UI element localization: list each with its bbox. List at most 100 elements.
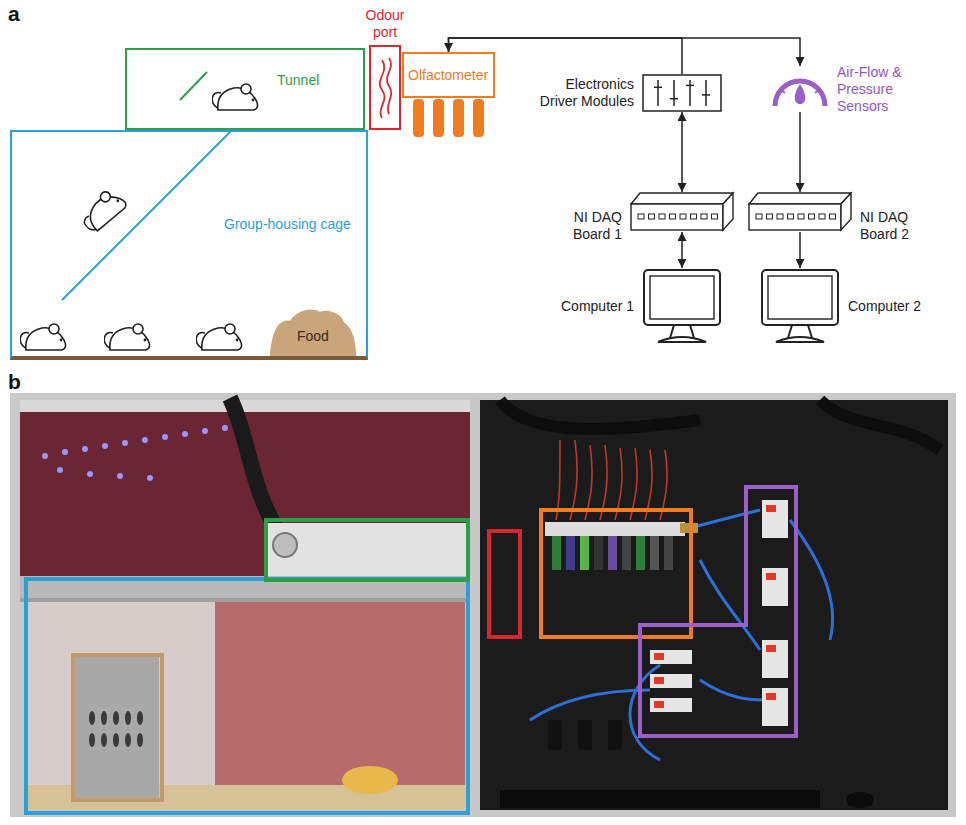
photo-panel <box>102 443 108 449</box>
monitor-shape <box>760 268 840 344</box>
photo-panel <box>766 505 776 512</box>
photo-panel <box>42 453 48 459</box>
gauge-shape <box>781 90 785 93</box>
photo-panel <box>622 536 631 570</box>
photo-panel <box>594 536 603 570</box>
photo-panel <box>230 398 282 538</box>
odour-plume <box>380 60 385 118</box>
mouse-icons <box>76 186 127 235</box>
photo-panel <box>566 536 575 570</box>
odour-vials <box>453 99 464 137</box>
driver-shape <box>654 87 662 89</box>
photo-panel <box>650 650 692 664</box>
daq-shape <box>777 214 783 219</box>
photo-panel <box>650 674 692 688</box>
gauge-shape <box>771 66 829 112</box>
daq-shape <box>767 214 773 219</box>
highlight-outlines <box>489 531 520 637</box>
daq-shape <box>749 193 851 204</box>
photo-panel <box>766 573 776 580</box>
photo-panel <box>89 711 95 725</box>
node-label: Electronics Driver Modules <box>530 76 634 110</box>
node-label: Computer 2 <box>848 298 921 315</box>
driver-modules: Electronics Driver Modules <box>642 74 722 112</box>
photo-panel <box>62 449 68 455</box>
photo-panel <box>766 693 776 700</box>
daq-shape <box>701 214 707 219</box>
tunnel-box: Tunnel <box>125 48 365 130</box>
computer-monitor: Computer 1 <box>642 268 722 344</box>
photo-panel <box>654 653 664 660</box>
photo-panel <box>137 711 143 725</box>
cage-box: Group-housing cageFood <box>10 130 368 360</box>
daq-shape <box>756 214 762 219</box>
mouse-icons <box>104 324 149 350</box>
photo-panel <box>82 446 88 452</box>
photo-panel <box>89 733 95 747</box>
highlight-outlines <box>26 579 468 813</box>
highlight-outlines <box>73 655 162 800</box>
photo-panel <box>87 471 93 477</box>
daq-shape <box>788 214 794 219</box>
daq-shape <box>712 214 718 219</box>
photo-panel <box>25 598 465 810</box>
photo-panel <box>846 792 874 808</box>
photo-panel <box>273 533 297 557</box>
gauge-shape <box>815 90 819 93</box>
driver-shape <box>686 85 694 87</box>
photo-panel <box>654 505 776 708</box>
photo-panel <box>948 393 956 817</box>
photo-panel <box>636 536 645 570</box>
photo-panel <box>690 510 760 528</box>
photo-panel <box>650 536 659 570</box>
photo-panel <box>700 680 770 700</box>
odour-vials <box>413 99 484 137</box>
photo-panel <box>125 733 131 747</box>
photo-panel <box>117 473 123 479</box>
connector-arrow <box>799 232 801 268</box>
monitor-shape <box>650 276 714 319</box>
driver-shape <box>673 80 675 106</box>
photo-panel <box>608 720 622 750</box>
daq-shape <box>631 193 733 204</box>
daq-shape <box>723 193 733 230</box>
node-label: NI DAQ Board 1 <box>560 209 622 243</box>
driver-shape <box>689 80 691 106</box>
photo-panel <box>530 510 833 760</box>
odour-vials <box>413 99 424 137</box>
node-label: Air-Flow & Pressure Sensors <box>837 64 923 115</box>
photo-panel <box>182 431 188 437</box>
node-label: Group-housing cage <box>224 216 351 233</box>
connector-arrow <box>681 232 683 268</box>
ramp <box>180 72 207 100</box>
monitor-shape <box>776 337 824 342</box>
photo-panel <box>700 560 760 650</box>
photo-panel <box>766 645 776 652</box>
photo-panel <box>762 568 788 606</box>
daq-shape <box>630 192 734 232</box>
photo-panel <box>10 393 956 817</box>
photo-panel <box>202 428 208 434</box>
photo-panel <box>10 393 956 817</box>
photo-panel <box>500 400 700 429</box>
driver-shape <box>643 75 721 111</box>
photo-panel <box>762 500 788 538</box>
driver-shape <box>702 94 710 96</box>
photo-panel <box>578 720 592 750</box>
photo-panel <box>342 766 398 794</box>
photo-panel <box>57 467 63 473</box>
daq-shape <box>798 214 804 219</box>
highlight-outlines <box>266 520 468 580</box>
photo-panel <box>762 640 788 678</box>
photo-panel <box>268 523 466 578</box>
node-label: Tunnel <box>277 72 319 89</box>
photo-panel <box>530 690 650 720</box>
node-label: Computer 1 <box>561 298 634 315</box>
daq-shape <box>748 192 852 232</box>
photo-panel <box>20 598 470 602</box>
daq-shape <box>638 214 644 219</box>
food-shape <box>270 310 356 356</box>
photo-panel <box>762 688 788 726</box>
daq-shape <box>659 214 665 219</box>
